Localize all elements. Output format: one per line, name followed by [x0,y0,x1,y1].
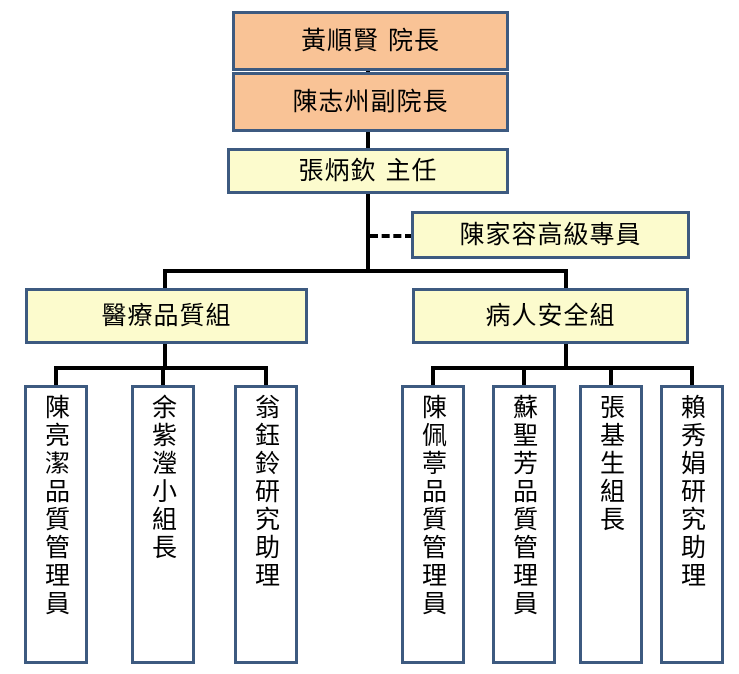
connector-safety-member-2 [522,366,526,387]
connector-quality-member-1 [54,366,58,387]
node-member-safety-4[interactable]: 賴秀娟研究助理 [660,385,724,664]
connector-safety-member-1 [431,366,435,387]
node-member-safety-3[interactable]: 張基生組長 [579,385,643,664]
node-director[interactable]: 黃順賢 院長 [232,11,509,71]
node-chief[interactable]: 張炳欽 主任 [227,148,509,194]
connector-safety-member-4 [690,366,694,387]
node-vice-director-label: 陳志州副院長 [292,87,449,117]
node-member-safety-2[interactable]: 蘇聖芳品質管理員 [492,385,556,664]
node-member-safety-1-label: 陳佩葶品質管理員 [418,394,448,618]
connector-to-group-quality [163,269,167,289]
node-member-quality-3-label: 翁鈺鈴研究助理 [251,394,281,590]
connector-to-group-safety [564,269,568,289]
connector-staff-dashed [370,234,413,238]
node-member-quality-3[interactable]: 翁鈺鈴研究助理 [234,385,298,664]
node-group-patient-safety-label: 病人安全組 [485,301,616,331]
node-chief-label: 張炳欽 主任 [298,156,438,186]
node-member-quality-1[interactable]: 陳亮潔品質管理員 [24,385,88,664]
node-member-quality-1-label: 陳亮潔品質管理員 [41,394,71,618]
connector-quality-member-3 [264,366,268,387]
node-staff-advisor-label: 陳家容高級專員 [459,220,642,250]
node-group-patient-safety[interactable]: 病人安全組 [412,288,689,344]
connector-quality-stem [163,342,167,368]
node-group-medical-quality[interactable]: 醫療品質組 [25,288,308,344]
node-member-quality-2[interactable]: 余紫瀅小組長 [131,385,195,664]
node-group-medical-quality-label: 醫療品質組 [101,301,232,331]
node-staff-advisor[interactable]: 陳家容高級專員 [411,211,690,259]
node-director-label: 黃順賢 院長 [301,26,440,56]
node-member-safety-2-label: 蘇聖芳品質管理員 [509,394,539,618]
connector-vice-to-chief [366,131,370,150]
node-member-safety-4-label: 賴秀娟研究助理 [677,394,707,590]
node-member-quality-2-label: 余紫瀅小組長 [148,394,178,562]
connector-safety-member-3 [609,366,613,387]
connector-groups-bus [163,269,568,273]
node-member-safety-1[interactable]: 陳佩葶品質管理員 [401,385,465,664]
node-vice-director[interactable]: 陳志州副院長 [232,72,509,132]
connector-safety-stem [564,342,568,368]
node-member-safety-3-label: 張基生組長 [596,394,626,534]
connector-safety-bus [431,366,694,370]
connector-chief-trunk [366,192,370,272]
connector-quality-member-2 [161,366,165,387]
